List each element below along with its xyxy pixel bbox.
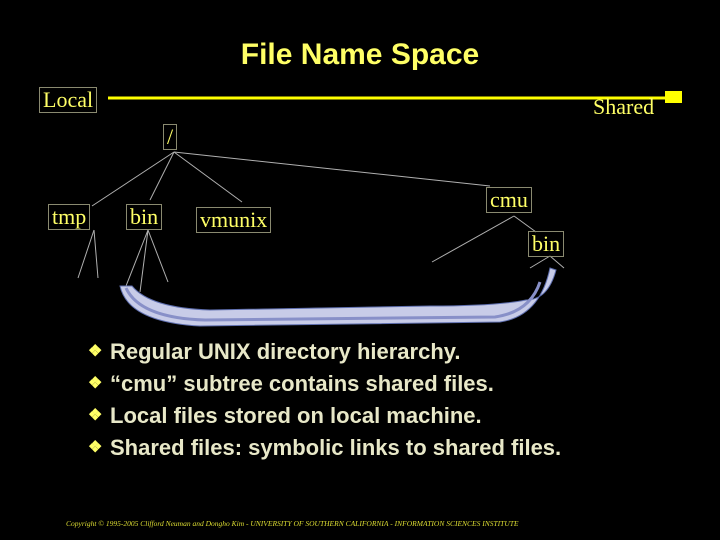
edge-tmp-left [77,229,95,279]
diamond-bullet-icon: ❖ [88,343,103,360]
shared-label: Shared [593,94,655,119]
bullet-item: ❖ “cmu” subtree contains shared files. [88,368,561,400]
edge-cmu-bin [513,215,537,233]
bullet-text: Shared files: symbolic links to shared f… [110,435,562,460]
edge-root-tmp [91,151,175,207]
bullet-text: Regular UNIX directory hierarchy. [110,339,461,364]
shared-bin-dir-node: bin [528,231,565,257]
edge-tmp-right [93,229,99,279]
tmp-dir-node: tmp [48,204,91,230]
slide-title: File Name Space [240,38,480,71]
copyright-footer: Copyright © 1995-2005 Clifford Neuman an… [66,519,519,528]
root-dir-node: / [163,124,178,150]
edge-bin-b [139,229,149,293]
diamond-bullet-icon: ❖ [88,407,103,424]
cmu-dir-node: cmu [486,187,532,213]
symlink-arrow-shade [124,281,542,322]
bullet-list: ❖ Regular UNIX directory hierarchy. ❖ “cmu… [88,336,561,464]
symlink-arrow [119,267,557,327]
edge-root-cmu [173,151,491,187]
edge-root-bin [149,151,175,201]
edge-shared-bin-left [529,255,551,269]
diamond-bullet-icon: ❖ [88,375,103,392]
edge-cmu-left [431,215,515,263]
edge-bin-a [125,229,149,287]
bullet-text: “cmu” subtree contains shared files. [110,371,494,396]
divider-end-marker [665,91,682,103]
bullet-item: ❖ Regular UNIX directory hierarchy. [88,336,561,368]
bullet-item: ❖ Shared files: symbolic links to shared … [88,432,561,464]
local-label: Local [39,87,98,113]
edge-shared-bin-right [549,255,565,269]
edge-bin-c [147,229,169,283]
bullet-item: ❖ Local files stored on local machine. [88,400,561,432]
bullet-text: Local files stored on local machine. [110,403,482,428]
vmunix-file-node: vmunix [196,207,272,233]
edge-root-vmunix [173,151,243,203]
diamond-bullet-icon: ❖ [88,439,103,456]
bin-dir-node: bin [126,204,163,230]
